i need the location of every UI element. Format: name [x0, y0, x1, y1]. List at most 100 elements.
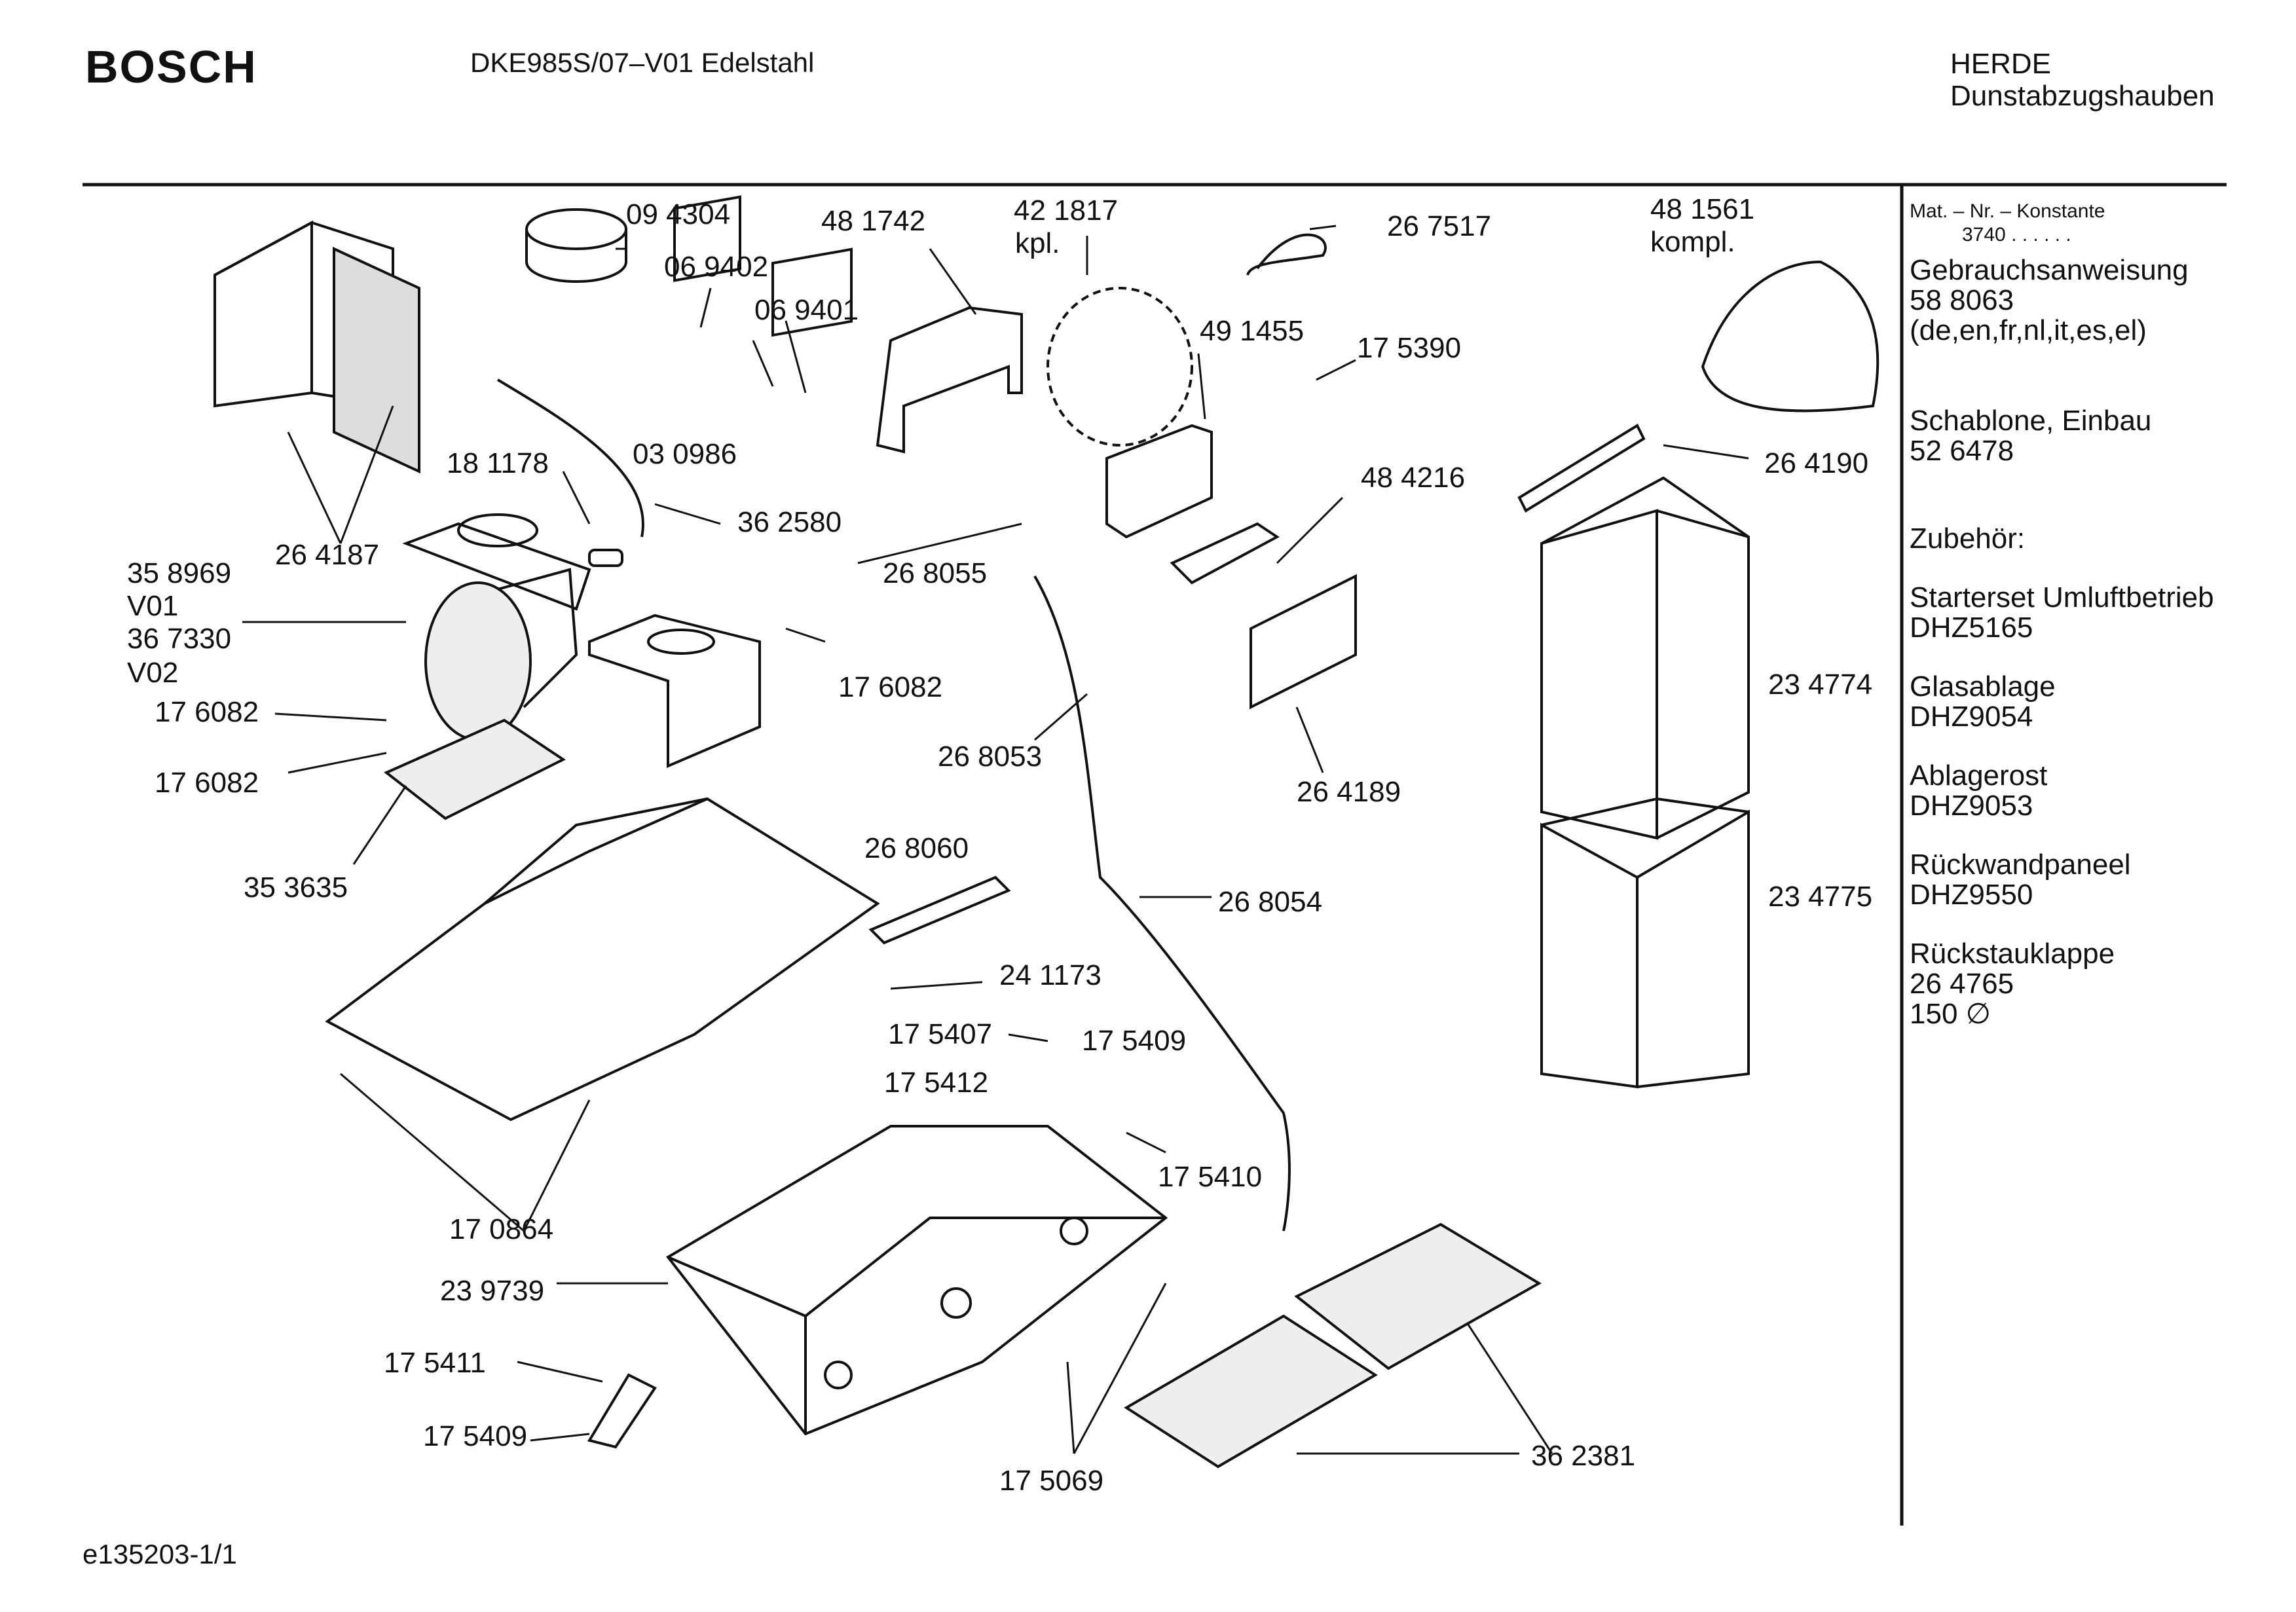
ballast-drawing — [1170, 522, 1280, 585]
sidebar-section: Starterset Umluftbetrieb DHZ5165 — [1910, 583, 2214, 643]
section-line: DHZ5165 — [1910, 612, 2033, 644]
model-title: DKE985S/07–V01 Edelstahl — [470, 47, 815, 78]
section-title: Glasablage — [1910, 670, 2056, 703]
part-label: V01 — [127, 590, 178, 622]
section-line: (de,en,fr,nl,it,es,el) — [1910, 314, 2147, 346]
sidebar-section: Ablagerost DHZ9053 — [1910, 761, 2047, 821]
part-label: 42 1817 — [1014, 194, 1118, 227]
grease-filter-1-drawing — [1124, 1314, 1378, 1469]
part-label: 17 5407 — [888, 1018, 992, 1050]
part-label: V02 — [127, 657, 178, 689]
mat-label: Mat. – Nr. – Konstante — [1910, 200, 2105, 222]
part-label: 26 4189 — [1297, 776, 1401, 808]
filter-grate-drawing — [384, 718, 566, 820]
part-label: 26 8054 — [1218, 886, 1322, 918]
part-label: 49 1455 — [1200, 315, 1304, 347]
cable-harness-drawing — [1033, 575, 1291, 1232]
section-line: 26 4765 — [1910, 968, 2014, 1000]
section-line: 58 8063 — [1910, 284, 2014, 316]
section-title: Starterset Umluftbetrieb — [1910, 581, 2214, 614]
section-title: Gebrauchsanweisung — [1910, 254, 2189, 286]
part-label: 09 4304 — [626, 198, 730, 230]
part-label: 18 1178 — [447, 447, 549, 479]
part-label: 36 2580 — [737, 506, 842, 538]
grease-filter-2-drawing — [1294, 1222, 1542, 1370]
control-board-2-drawing — [771, 247, 853, 337]
part-label: 17 6082 — [155, 767, 259, 799]
part-label: 17 5409 — [423, 1420, 527, 1452]
section-title: Schablone, Einbau — [1910, 405, 2152, 437]
part-label: 17 5390 — [1357, 332, 1461, 364]
lamp-harness-drawing — [1046, 287, 1193, 447]
section-title: Rückstauklappe — [1910, 938, 2115, 970]
document-reference: e135203-1/1 — [83, 1539, 237, 1569]
control-board-1-drawing — [673, 195, 741, 282]
sidebar-section: Schablone, Einbau 52 6478 — [1910, 406, 2151, 466]
part-label: 17 5412 — [884, 1067, 988, 1099]
part-labels: 09 4304 48 1742 42 1817 kpl. 26 7517 48 … — [127, 193, 1872, 1497]
mounting-bracket-drawing — [588, 614, 761, 769]
chimney-upper-drawing — [1540, 476, 1750, 840]
part-label: 17 6082 — [838, 671, 942, 703]
part-label: 36 2381 — [1531, 1440, 1635, 1472]
part-label: 48 4216 — [1361, 462, 1465, 494]
part-label: 26 8053 — [938, 741, 1042, 773]
part-label: 06 9402 — [664, 251, 768, 283]
sidebar-section: Gebrauchsanweisung 58 8063 (de,en,fr,nl,… — [1910, 255, 2189, 346]
part-label: 23 9739 — [440, 1275, 544, 1307]
brand-logo: BOSCH — [85, 41, 257, 92]
part-label: 17 5410 — [1158, 1161, 1262, 1193]
section-title: Rückwandpaneel — [1910, 849, 2131, 881]
motor-cable-drawing — [496, 378, 644, 538]
power-cord-drawing — [1246, 233, 1327, 276]
part-label: 23 4775 — [1768, 881, 1872, 913]
part-label: 06 9401 — [754, 294, 859, 326]
part-label: 26 7517 — [1387, 210, 1491, 242]
sidebar-section: Rückstauklappe 26 4765 150 ∅ — [1910, 939, 2115, 1029]
part-label: 26 4187 — [275, 539, 379, 571]
category-label: HERDE — [1950, 48, 2052, 80]
filter-box-drawing — [213, 220, 420, 474]
part-label: 35 3635 — [244, 871, 348, 904]
parts-bag-drawing — [1701, 260, 1879, 412]
part-label: 48 1561 — [1650, 193, 1754, 225]
sidebar-section: Glasablage DHZ9054 — [1910, 672, 2056, 732]
chimney-bracket-drawing — [1517, 424, 1646, 513]
light-strip-drawing — [868, 875, 1011, 945]
section-line: DHZ9054 — [1910, 701, 2033, 733]
part-label: 36 7330 — [127, 623, 231, 655]
subcategory-label: Dunstabzugshauben — [1950, 80, 2215, 112]
section-line: 52 6478 — [1910, 435, 2014, 467]
part-label: 35 8969 — [127, 557, 231, 589]
section-title: Zubehör: — [1910, 522, 2026, 555]
sidebar-section: Zubehör: — [1910, 524, 2025, 554]
section-line: 150 ∅ — [1910, 998, 1991, 1030]
canopy-upper-drawing — [325, 797, 880, 1122]
housing-drawing — [666, 1125, 1168, 1436]
section-line: DHZ9053 — [1910, 790, 2033, 822]
part-label: 26 8055 — [883, 557, 987, 589]
part-label: 26 8060 — [864, 832, 969, 864]
part-label: 17 6082 — [155, 696, 259, 728]
part-label: 24 1173 — [999, 959, 1102, 991]
shelf-bracket-drawing — [876, 306, 1023, 454]
part-label: 26 4190 — [1764, 447, 1868, 479]
leader-lines — [242, 225, 1749, 1455]
duct-ring-drawing — [525, 208, 627, 283]
part-label: kompl. — [1650, 226, 1735, 258]
part-label: 17 5069 — [999, 1465, 1103, 1497]
chimney-lower-drawing — [1540, 797, 1750, 1089]
glass-plate-drawing — [1250, 574, 1357, 710]
part-label: kpl. — [1015, 227, 1060, 259]
fan-motor-drawing — [402, 513, 623, 741]
mat-value: 3740 . . . . . . — [1962, 224, 2071, 246]
part-label: 23 4774 — [1768, 669, 1872, 701]
part-label: 03 0986 — [633, 438, 737, 470]
section-line: DHZ9550 — [1910, 879, 2033, 911]
part-label: 17 5409 — [1082, 1025, 1186, 1057]
transformer-drawing — [1105, 424, 1213, 539]
part-label: 17 5411 — [384, 1347, 486, 1379]
part-label: 17 0864 — [449, 1213, 553, 1245]
sidebar-section: Rückwandpaneel DHZ9550 — [1910, 850, 2131, 910]
